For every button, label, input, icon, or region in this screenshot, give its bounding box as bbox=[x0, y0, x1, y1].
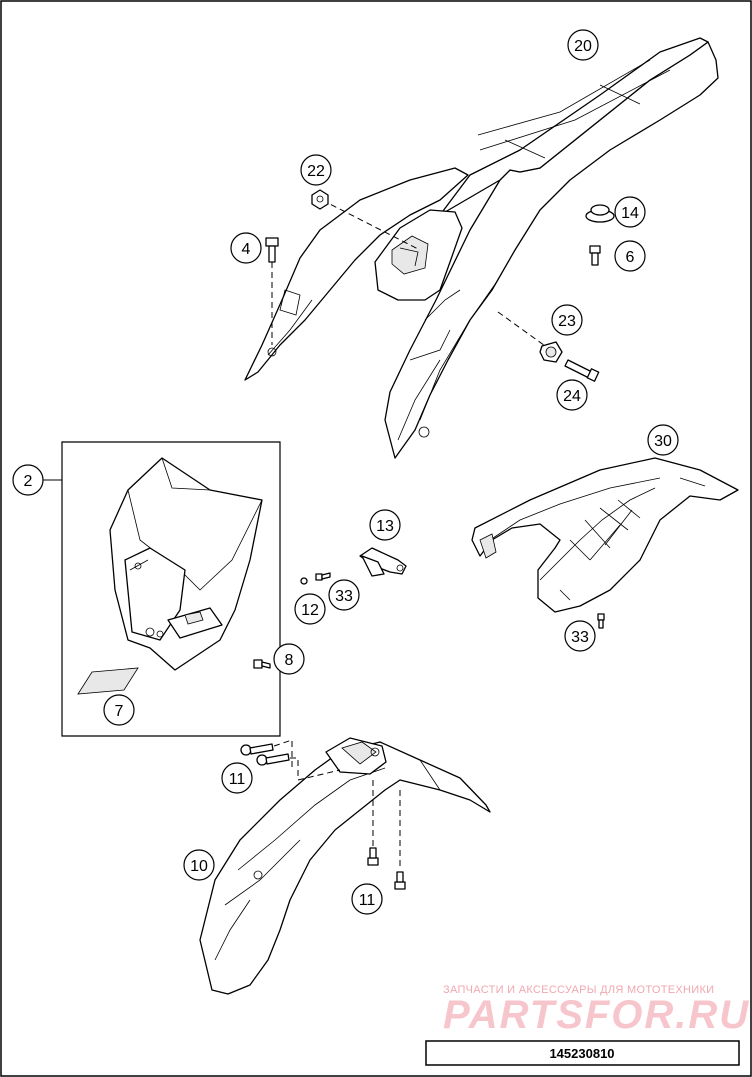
headlight-mask-part bbox=[109, 457, 263, 671]
callout-23: 23 bbox=[551, 304, 583, 336]
svg-text:22: 22 bbox=[307, 163, 325, 180]
callout-8: 8 bbox=[273, 643, 305, 675]
screw-4-part bbox=[265, 237, 279, 263]
callout-11-upper: 11 bbox=[221, 762, 253, 794]
svg-text:4: 4 bbox=[242, 241, 251, 258]
watermark-tagline: ЗАПЧАСТИ И АКСЕССУАРЫ ДЛЯ МОТОТЕХНИКИ bbox=[443, 984, 714, 996]
callout-11-lower: 11 bbox=[351, 883, 383, 915]
washer-12-part bbox=[300, 577, 308, 585]
drawing-code-box bbox=[425, 1040, 740, 1066]
callout-7: 7 bbox=[103, 694, 135, 726]
svg-text:12: 12 bbox=[301, 602, 319, 619]
front-fender-part bbox=[199, 737, 491, 995]
svg-text:23: 23 bbox=[558, 313, 576, 330]
screw-6-part bbox=[589, 245, 601, 266]
svg-text:8: 8 bbox=[285, 652, 294, 669]
cable-clamp-13-part bbox=[359, 547, 407, 577]
screw-33-right-part bbox=[597, 613, 605, 629]
leader-11-upper bbox=[273, 739, 341, 781]
callout-12: 12 bbox=[294, 593, 326, 625]
drawing-code: 145230810 bbox=[549, 1046, 614, 1061]
svg-text:33: 33 bbox=[335, 588, 353, 605]
callout-6: 6 bbox=[614, 240, 646, 272]
callout-33-right: 33 bbox=[564, 620, 596, 652]
svg-text:13: 13 bbox=[376, 518, 394, 535]
callout-22: 22 bbox=[300, 154, 332, 186]
svg-text:20: 20 bbox=[574, 38, 592, 55]
svg-text:10: 10 bbox=[190, 858, 208, 875]
leader-22 bbox=[321, 199, 421, 251]
watermark-brand: PARTSFOR.RU bbox=[443, 993, 750, 1037]
callout-13: 13 bbox=[369, 509, 401, 541]
svg-text:14: 14 bbox=[621, 205, 639, 222]
svg-text:24: 24 bbox=[563, 388, 581, 405]
screw-24-part bbox=[564, 359, 600, 382]
rear-support-30-part bbox=[471, 457, 739, 613]
svg-text:30: 30 bbox=[654, 433, 672, 450]
screw-11-upper-part bbox=[240, 743, 290, 766]
nut-22-part bbox=[311, 189, 329, 210]
grommet-14-part bbox=[585, 204, 615, 223]
svg-text:2: 2 bbox=[24, 473, 33, 490]
svg-text:33: 33 bbox=[571, 629, 589, 646]
callout-24: 24 bbox=[556, 379, 588, 411]
rear-fender-part bbox=[244, 37, 719, 459]
callout-20: 20 bbox=[567, 29, 599, 61]
screw-11-lower-part bbox=[367, 847, 406, 890]
screw-33-left-part bbox=[315, 572, 331, 581]
callout-33-left: 33 bbox=[328, 579, 360, 611]
callout-2: 2 bbox=[12, 464, 44, 496]
decal-7-part bbox=[77, 667, 139, 695]
svg-text:11: 11 bbox=[229, 771, 246, 788]
svg-text:6: 6 bbox=[626, 249, 635, 266]
leader-23 bbox=[497, 311, 549, 349]
callout-4: 4 bbox=[230, 232, 262, 264]
screw-8-part bbox=[253, 659, 271, 669]
svg-text:11: 11 bbox=[359, 892, 376, 909]
callout-30: 30 bbox=[647, 424, 679, 456]
callout-14: 14 bbox=[614, 196, 646, 228]
headlight-group-box bbox=[42, 441, 281, 737]
bushing-23-part bbox=[539, 341, 563, 363]
callout-10: 10 bbox=[183, 849, 215, 881]
svg-text:7: 7 bbox=[115, 703, 124, 720]
